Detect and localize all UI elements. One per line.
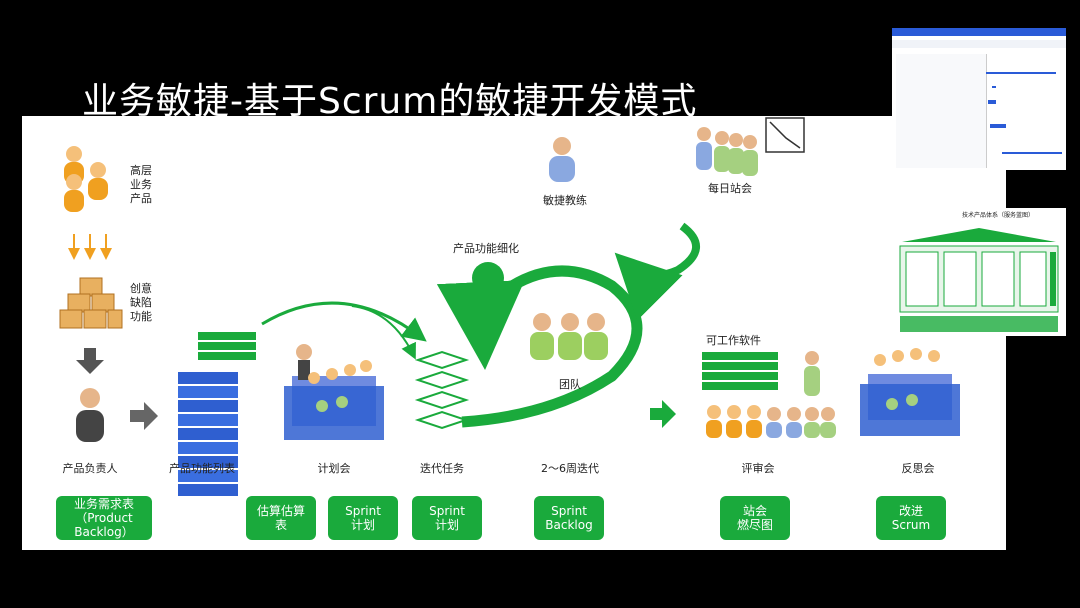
daily-loop-arrow	[614, 222, 701, 321]
planning-meeting-icon	[284, 344, 384, 440]
agile-coach-label: 敏捷教练	[543, 194, 587, 207]
sprint-backlog-button[interactable]: Sprint Backlog	[534, 496, 604, 540]
gray-right-arrow-icon	[130, 402, 158, 430]
scrum-diagram-canvas: 高层 业务 产品 创意 缺陷 功能 产品负责人 产品功能列表 计划会 迭代任务 …	[22, 116, 1006, 550]
working-software-label: 可工作软件	[706, 334, 761, 347]
refinement-dot	[472, 262, 504, 294]
stakeholders-people-icon	[64, 146, 108, 212]
iteration-tasks-icon	[414, 350, 470, 430]
slide-title: 业务敏捷-基于Scrum的敏捷开发模式	[82, 81, 698, 122]
standup-burndown-button[interactable]: 站会 燃尽图	[720, 496, 790, 540]
team-label: 团队	[559, 378, 581, 391]
jira-thumbnail-art	[892, 28, 1066, 168]
planning-flow-arrow	[261, 301, 427, 342]
burndown-chart-icon	[765, 117, 805, 153]
working-software-stack-icon	[702, 352, 778, 390]
orange-down-arrows-icon	[68, 234, 112, 260]
product-owner-label: 产品负责人	[62, 462, 118, 475]
ideas-label: 创意 缺陷 功能	[130, 282, 152, 323]
planning-label: 计划会	[317, 462, 351, 475]
estimate-button[interactable]: 估算估算 表	[246, 496, 316, 540]
product-backlog-stack-icon	[178, 332, 256, 496]
iteration-tasks-label: 迭代任务	[420, 462, 464, 475]
review-label: 评审会	[741, 462, 775, 475]
green-right-arrow-icon	[650, 400, 676, 428]
business-req-button[interactable]: 业务需求表 （Product Backlog）	[56, 496, 152, 540]
sprint-plan-button-2[interactable]: Sprint 计划	[412, 496, 482, 540]
improve-scrum-button[interactable]: 改进 Scrum	[876, 496, 946, 540]
jira-screenshot-thumbnail	[892, 28, 1066, 170]
product-backlog-label: 产品功能列表	[169, 462, 235, 475]
retro-label: 反思会	[901, 462, 935, 475]
iteration-label: 2～6周迭代	[541, 462, 599, 475]
blueprint-thumbnail-art	[899, 228, 1059, 332]
agile-coach-person-icon	[549, 137, 575, 182]
daily-standup-label: 每日站会	[708, 182, 752, 195]
review-people-icon	[706, 351, 836, 438]
product-owner-person-icon	[76, 388, 104, 442]
planning-flow-arrow-2	[351, 305, 416, 360]
service-blueprint-title: 技术产品体系（服务蓝图）	[962, 212, 1035, 219]
stakeholders-label: 高层 业务 产品	[130, 164, 152, 205]
team-people-icon	[530, 313, 608, 360]
dark-down-arrow-icon	[76, 348, 104, 374]
sprint-plan-button-1[interactable]: Sprint 计划	[328, 496, 398, 540]
refinement-label: 产品功能细化	[453, 242, 519, 255]
tool-confluence-label: 工具-Conflu	[890, 178, 991, 199]
daily-standup-people-icon	[696, 127, 758, 176]
diagram-art	[59, 117, 960, 496]
service-blueprint-thumbnail: 技术产品体系（服务蓝图）	[892, 208, 1066, 336]
retro-meeting-icon	[860, 348, 960, 436]
boxes-pile-icon	[59, 277, 123, 329]
